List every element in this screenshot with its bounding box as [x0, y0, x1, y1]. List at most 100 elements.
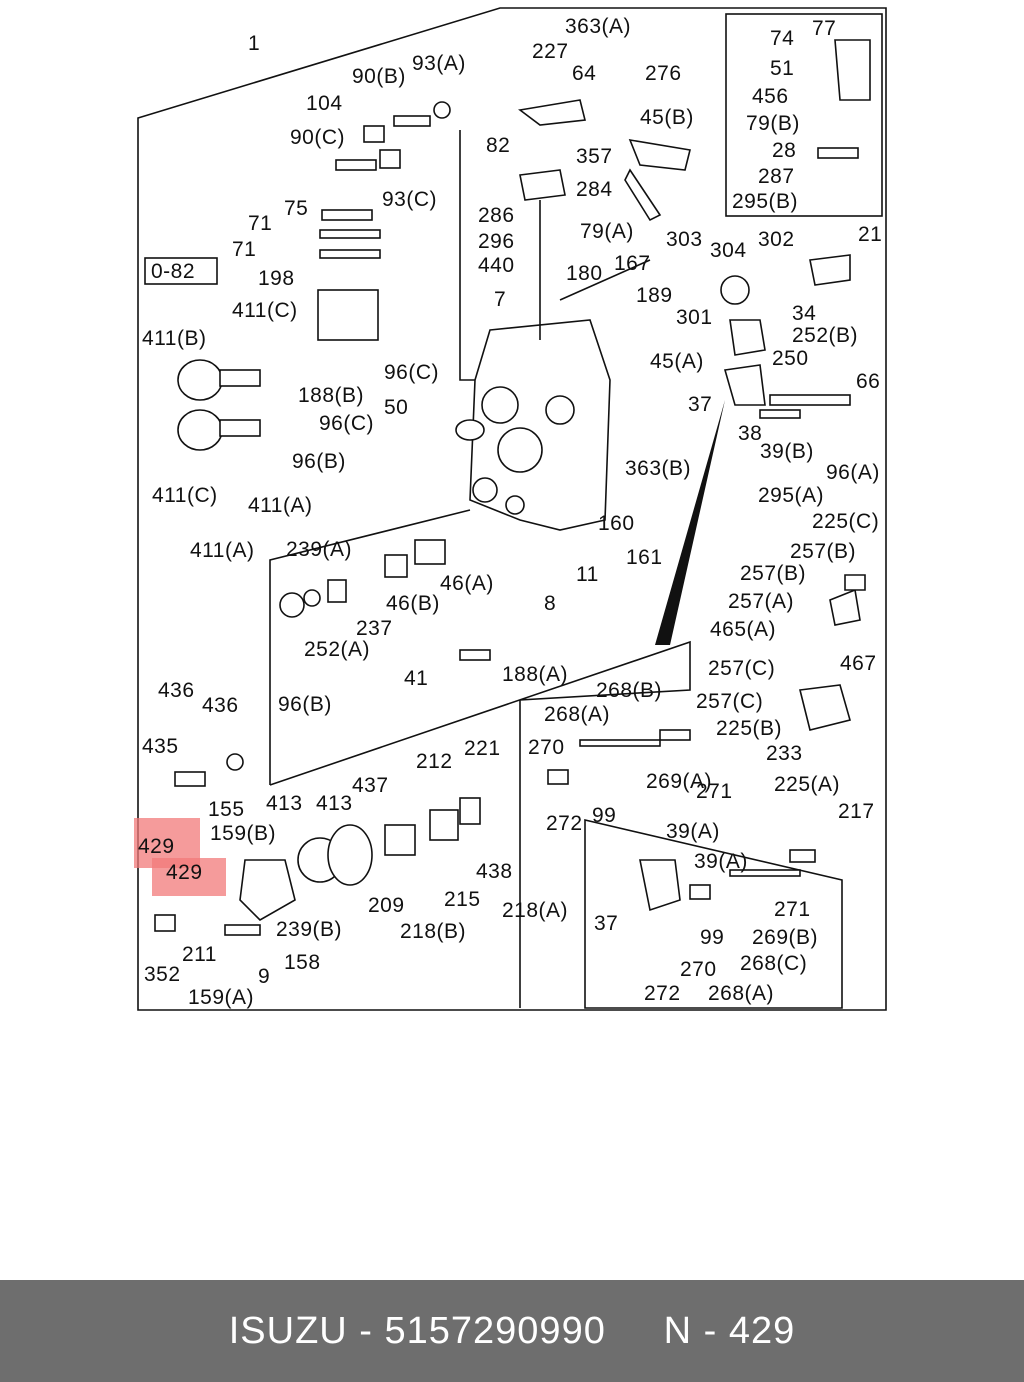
- callout-label: 46(A): [440, 572, 494, 595]
- guide-line-1: [459, 130, 480, 381]
- callout-label: 74: [770, 27, 794, 50]
- callout-label: 272: [546, 812, 583, 835]
- callout-label: 50: [384, 396, 408, 419]
- exploded-view-svg: 1363(A)2276490(B)93(A)10490(C)93(C)75717…: [134, 7, 887, 1011]
- callout-label: 268(A): [708, 982, 774, 1005]
- callout-label: 66: [856, 370, 880, 393]
- callout-label: 21: [858, 223, 882, 246]
- callout-label: 71: [232, 238, 256, 261]
- callout-label: 252(B): [792, 324, 858, 347]
- callout-label: 429: [166, 861, 203, 884]
- left-frame-line: [269, 509, 471, 785]
- callout-label: 8: [544, 592, 556, 615]
- callout-label: 209: [368, 894, 405, 917]
- callout-label: 270: [528, 736, 565, 759]
- callout-label: 304: [710, 239, 747, 262]
- callout-label: 411(B): [142, 327, 206, 350]
- callout-label: 37: [688, 393, 712, 416]
- callout-label: 188(B): [298, 384, 364, 407]
- callout-label: 252(A): [304, 638, 370, 661]
- callout-label: 159(A): [188, 986, 254, 1009]
- callout-label: 39(A): [666, 820, 720, 843]
- callout-label: 96(A): [826, 461, 880, 484]
- callout-label: 198: [258, 267, 295, 290]
- callout-label: 437: [352, 774, 389, 797]
- callout-label: 11: [576, 563, 599, 586]
- callout-label: 93(A): [412, 52, 466, 75]
- callout-label: 28: [772, 139, 796, 162]
- lever-top: [518, 99, 691, 340]
- callout-label: 467: [840, 652, 877, 675]
- callout-label: 296: [478, 230, 515, 253]
- callout-label: 257(C): [696, 690, 763, 713]
- callout-label: 233: [766, 742, 803, 765]
- callout-label: 96(C): [384, 361, 439, 384]
- callout-label: 218(B): [400, 920, 466, 943]
- callout-label: 271: [696, 780, 733, 803]
- callout-label: 77: [812, 17, 836, 40]
- springs-top: [319, 101, 451, 259]
- right-levers: [720, 39, 871, 731]
- callout-label: 9: [258, 965, 270, 988]
- callout-label: 218(A): [502, 899, 568, 922]
- callout-label: 155: [208, 798, 245, 821]
- callout-labels: 1363(A)2276490(B)93(A)10490(C)93(C)75717…: [138, 15, 882, 1009]
- callout-label: 363(B): [625, 457, 691, 480]
- footer-sep: -: [347, 1309, 385, 1352]
- callout-label: 411(A): [190, 539, 254, 562]
- callout-label: 96(B): [292, 450, 346, 473]
- ref-box-label: 0-82: [151, 260, 195, 283]
- callout-label: 39(A): [694, 850, 748, 873]
- footer-part-number: 5157290990: [384, 1309, 606, 1352]
- callout-label: 75: [284, 197, 308, 220]
- callout-label: 257(B): [740, 562, 806, 585]
- callout-label: 272: [644, 982, 681, 1005]
- callout-label: 45(B): [640, 106, 694, 129]
- callout-label: 46(B): [386, 592, 440, 615]
- callout-label: 284: [576, 178, 613, 201]
- footer-brand: ISUZU: [228, 1309, 348, 1352]
- callout-label: 158: [284, 951, 321, 974]
- callout-label: 413: [316, 792, 353, 815]
- callout-label: 268(C): [740, 952, 807, 975]
- callout-label: 239(A): [286, 538, 352, 561]
- callout-label: 227: [532, 40, 569, 63]
- callout-label: 257(B): [790, 540, 856, 563]
- callout-label: 225(B): [716, 717, 782, 740]
- pump-housing: [455, 319, 611, 531]
- callout-label: 212: [416, 750, 453, 773]
- callout-label: 39(B): [760, 440, 814, 463]
- callout-label: 7: [494, 288, 506, 311]
- callout-label: 96(C): [319, 412, 374, 435]
- callout-label: 211: [182, 943, 217, 966]
- callout-label: 411(A): [248, 494, 312, 517]
- callout-label: 161: [626, 546, 663, 569]
- callout-label: 363(A): [565, 15, 631, 38]
- callout-label: 413: [266, 792, 303, 815]
- callout-label: 51: [770, 57, 794, 80]
- callout-label: 257(A): [728, 590, 794, 613]
- callout-label: 302: [758, 228, 795, 251]
- callout-label: 225(A): [774, 773, 840, 796]
- callout-label: 287: [758, 165, 795, 188]
- callout-label: 71: [248, 212, 272, 235]
- callout-label: 269(A): [646, 770, 712, 793]
- callout-label: 271: [774, 898, 811, 921]
- callout-label: 82: [486, 134, 510, 157]
- callout-label: 93(C): [382, 188, 437, 211]
- callout-label: 352: [144, 963, 181, 986]
- callout-label: 268(B): [596, 679, 662, 702]
- callout-label: 96(B): [278, 693, 332, 716]
- callout-label: 295(B): [732, 190, 798, 213]
- callout-label: 34: [792, 302, 816, 325]
- callout-label: 436: [158, 679, 195, 702]
- callout-label: 99: [592, 804, 616, 827]
- callout-label: 160: [598, 512, 635, 535]
- callout-label: 435: [142, 735, 179, 758]
- callout-label: 438: [476, 860, 513, 883]
- callout-label: 189: [636, 284, 673, 307]
- guide-line-2: [559, 259, 651, 301]
- callout-label: 269(B): [752, 926, 818, 949]
- callout-label: 45(A): [650, 350, 704, 373]
